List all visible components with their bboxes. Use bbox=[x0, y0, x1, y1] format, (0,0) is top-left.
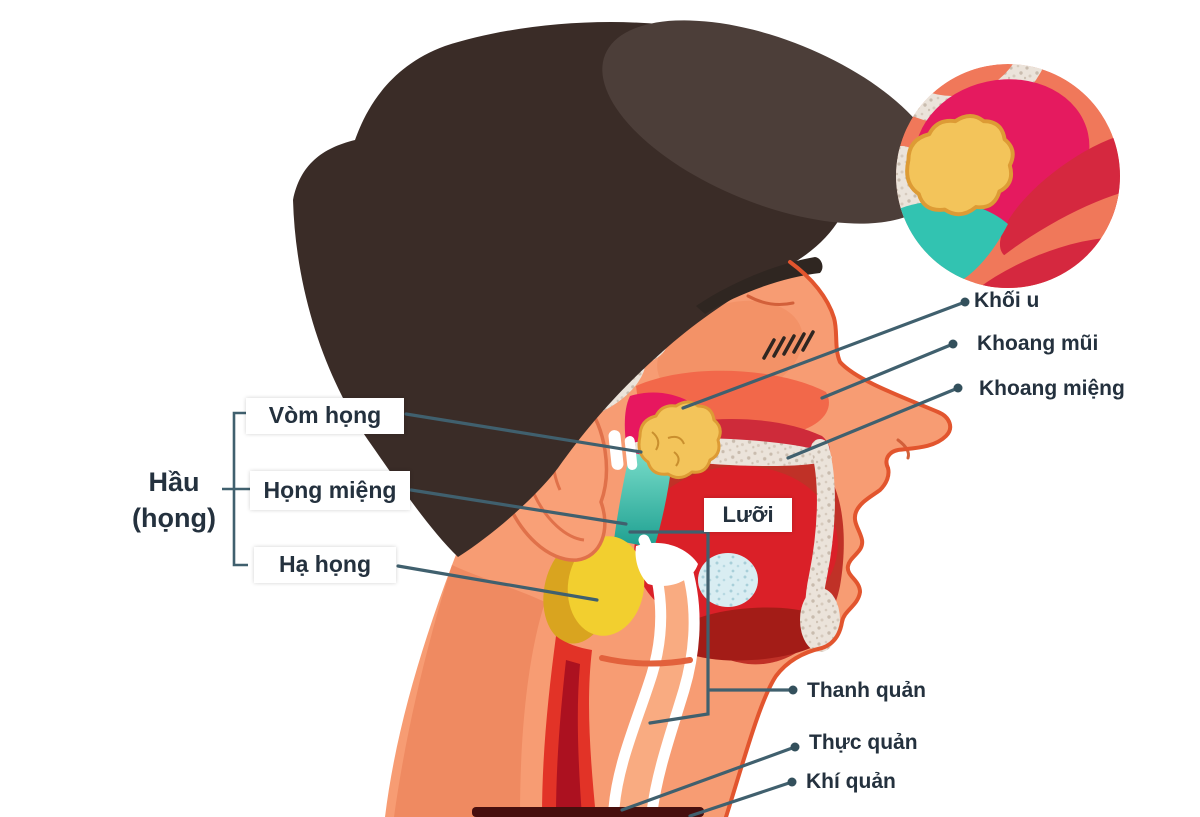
eyelashes bbox=[762, 330, 815, 360]
leader-lines bbox=[396, 300, 967, 817]
pharynx-group-label-line1: Hầu bbox=[148, 467, 200, 497]
label-khi-quan: Khí quản bbox=[806, 770, 896, 793]
tumor-detail bbox=[651, 431, 685, 467]
label-khoang-mui: Khoang mũi bbox=[977, 332, 1099, 355]
bone-strip-1 bbox=[608, 430, 624, 470]
leader-line-khoi-u bbox=[681, 300, 967, 410]
leader-line-khoang-mui bbox=[820, 342, 955, 400]
hair-highlight-swoosh bbox=[602, 20, 942, 224]
pharynx-group-label: Hầu (họng) bbox=[118, 464, 230, 536]
epiglottis bbox=[635, 542, 698, 586]
oropharynx-column bbox=[614, 452, 672, 548]
larynx-yellow bbox=[567, 536, 645, 636]
label-khoi-u: Khối u bbox=[974, 289, 1040, 312]
leader-line-thuc-quan bbox=[620, 745, 797, 812]
facial-features bbox=[696, 257, 953, 817]
trachea-wall-front bbox=[646, 554, 700, 817]
neck-crease bbox=[599, 655, 693, 667]
label-thuc-quan: Thực quản bbox=[809, 731, 918, 754]
pharynx-group-label-line2: (họng) bbox=[132, 503, 216, 533]
eyebrow bbox=[696, 257, 823, 314]
bone-strip-2 bbox=[624, 436, 638, 470]
neck-back-shade bbox=[394, 565, 545, 817]
label-ha-hong: Hạ họng bbox=[254, 547, 396, 583]
bottom-dark-band bbox=[472, 807, 704, 817]
leader-line-khoang-mieng bbox=[786, 386, 960, 460]
under-tongue-shadow bbox=[672, 607, 832, 661]
tumor-inset-circle bbox=[896, 64, 1120, 288]
leader-line-thanh-quan bbox=[628, 530, 795, 725]
face-profile-outline bbox=[724, 260, 953, 817]
label-luoi: Lưỡi bbox=[704, 498, 792, 532]
esophagus-dark-stripe bbox=[556, 660, 582, 817]
label-khoang-mieng: Khoang miệng bbox=[979, 377, 1125, 400]
label-hong-mieng: Họng miệng bbox=[250, 471, 410, 510]
leader-line-vom-hong bbox=[404, 412, 643, 454]
hair bbox=[293, 20, 942, 558]
leader-line-khi-quan bbox=[688, 780, 794, 817]
inner-anatomy bbox=[542, 370, 844, 817]
eyelid-line bbox=[746, 294, 795, 306]
label-thanh-quan: Thanh quản bbox=[807, 679, 926, 702]
pharynx-bracket bbox=[222, 411, 250, 567]
chin-bone bbox=[800, 588, 840, 652]
leader-line-hong-mieng bbox=[409, 488, 628, 526]
leader-line-ha-hong bbox=[396, 564, 599, 602]
hyoid-cartilage bbox=[698, 553, 758, 607]
leader-dots bbox=[787, 297, 970, 787]
label-vom-hong: Vòm họng bbox=[246, 398, 404, 434]
